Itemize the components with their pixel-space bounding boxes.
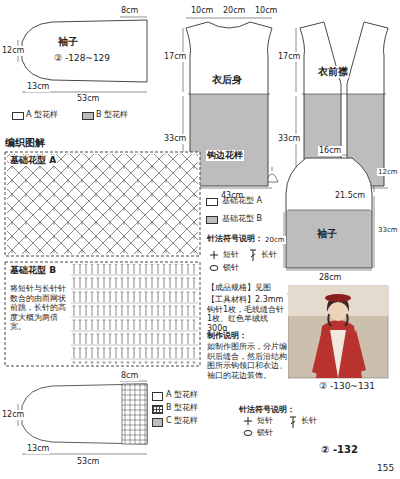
stitch-chart: 基础花型 B 将短针与长针针数合的由而网状前跳，长针的高度大概为两倍宽。 — [5, 262, 200, 366]
stitch-name: 锁针 — [222, 263, 240, 273]
dimension: 33cm — [163, 134, 187, 144]
dimension: 33cm — [377, 226, 399, 234]
dimension: 10cm — [254, 6, 278, 16]
legend-text: A 型花样 — [166, 390, 198, 400]
dimension: 13cm — [26, 82, 50, 92]
pattern-number: ② -130~131 — [318, 381, 376, 392]
instruction-text: 如制作图所示，分片编织后缝合，然后沿结构图所示钩领口和衣边、袖口的花边装饰。 — [206, 342, 288, 380]
legend-swatch — [82, 112, 94, 120]
stitch-name: 长针 — [300, 416, 318, 426]
dimension: 17cm — [163, 52, 187, 62]
legend-text: 基础花型 A — [222, 196, 262, 206]
pattern-number: ② -132 — [320, 444, 359, 456]
legend-text: B 型花样 — [96, 110, 128, 120]
section-heading: 钩边花样 — [206, 150, 244, 161]
piece-outline — [286, 158, 372, 268]
legend-text: A 型花样 — [26, 110, 58, 120]
piece-name: 袖子 — [58, 36, 78, 48]
piece-outline — [22, 20, 147, 82]
instruction-text: 【工具材料】2.3mm 钩针1枚，毛线缝合针1枚、红色羊绒线 300g — [206, 295, 288, 333]
dimension: 12cm — [1, 46, 25, 56]
legend-swatch — [152, 392, 163, 401]
dimension: 28cm — [318, 273, 342, 283]
legend-swatch — [152, 405, 163, 414]
stitch-name: 短针 — [256, 416, 274, 426]
sleeve-piece: 袖子 — [286, 158, 372, 268]
piece-note: 将短针与长针针数合的由而网状前跳，长针的高度大概为两倍宽。 — [9, 284, 71, 332]
dimension: 17cm — [277, 52, 301, 62]
dimension: 53cm — [76, 94, 100, 104]
piece-name: 基础花型 A — [9, 155, 57, 166]
piece-name: 基础花型 B — [9, 265, 57, 276]
page-number: 155 — [376, 463, 395, 474]
dimension: 21.5cm — [334, 191, 366, 201]
dimension: 10cm — [190, 6, 214, 16]
dimension: 20cm — [264, 236, 286, 244]
piece-name: 衣前襟 — [317, 66, 349, 78]
stitch-name: 短针 — [222, 250, 240, 260]
sleeve-piece: 袖子 ② -128~129 — [22, 20, 147, 82]
dimension: 8cm — [120, 371, 139, 381]
legend-swatch — [152, 418, 163, 427]
legend-swatch — [206, 216, 218, 224]
symbol-key-heading: 针法符号说明： — [238, 405, 296, 415]
dimension: 33cm — [277, 134, 301, 144]
dimension: 12cm — [1, 410, 25, 420]
legend-text: B 型花样 — [166, 403, 198, 413]
dimension: 8cm — [120, 6, 139, 16]
symbol-key-heading: 针法符号说明： — [206, 234, 264, 244]
dimension: 53cm — [76, 457, 100, 467]
dimension: 13cm — [26, 444, 50, 454]
piece-name: 袖子 — [317, 228, 337, 240]
instruction-text: 【成品规格】见图 — [206, 283, 288, 293]
piece-outline — [5, 152, 200, 256]
legend-text: C 型花样 — [166, 416, 198, 426]
stitch-name: 长针 — [260, 250, 278, 260]
stitch-chart: 基础花型 A — [5, 152, 200, 256]
section-heading: 编织图解 — [4, 137, 46, 149]
legend-text: 基础花型 B — [222, 214, 262, 224]
piece-note: ② -128~129 — [54, 53, 110, 64]
stitch-name: 锁针 — [256, 428, 274, 438]
legend-swatch — [12, 112, 24, 120]
dimension: 12cm — [377, 168, 399, 176]
dimension: 20cm — [222, 6, 246, 16]
dimension: 16cm — [318, 146, 342, 156]
piece-name: 衣后身 — [212, 74, 242, 86]
legend-swatch — [206, 198, 218, 206]
instruction-text: 制作说明： — [206, 331, 288, 341]
